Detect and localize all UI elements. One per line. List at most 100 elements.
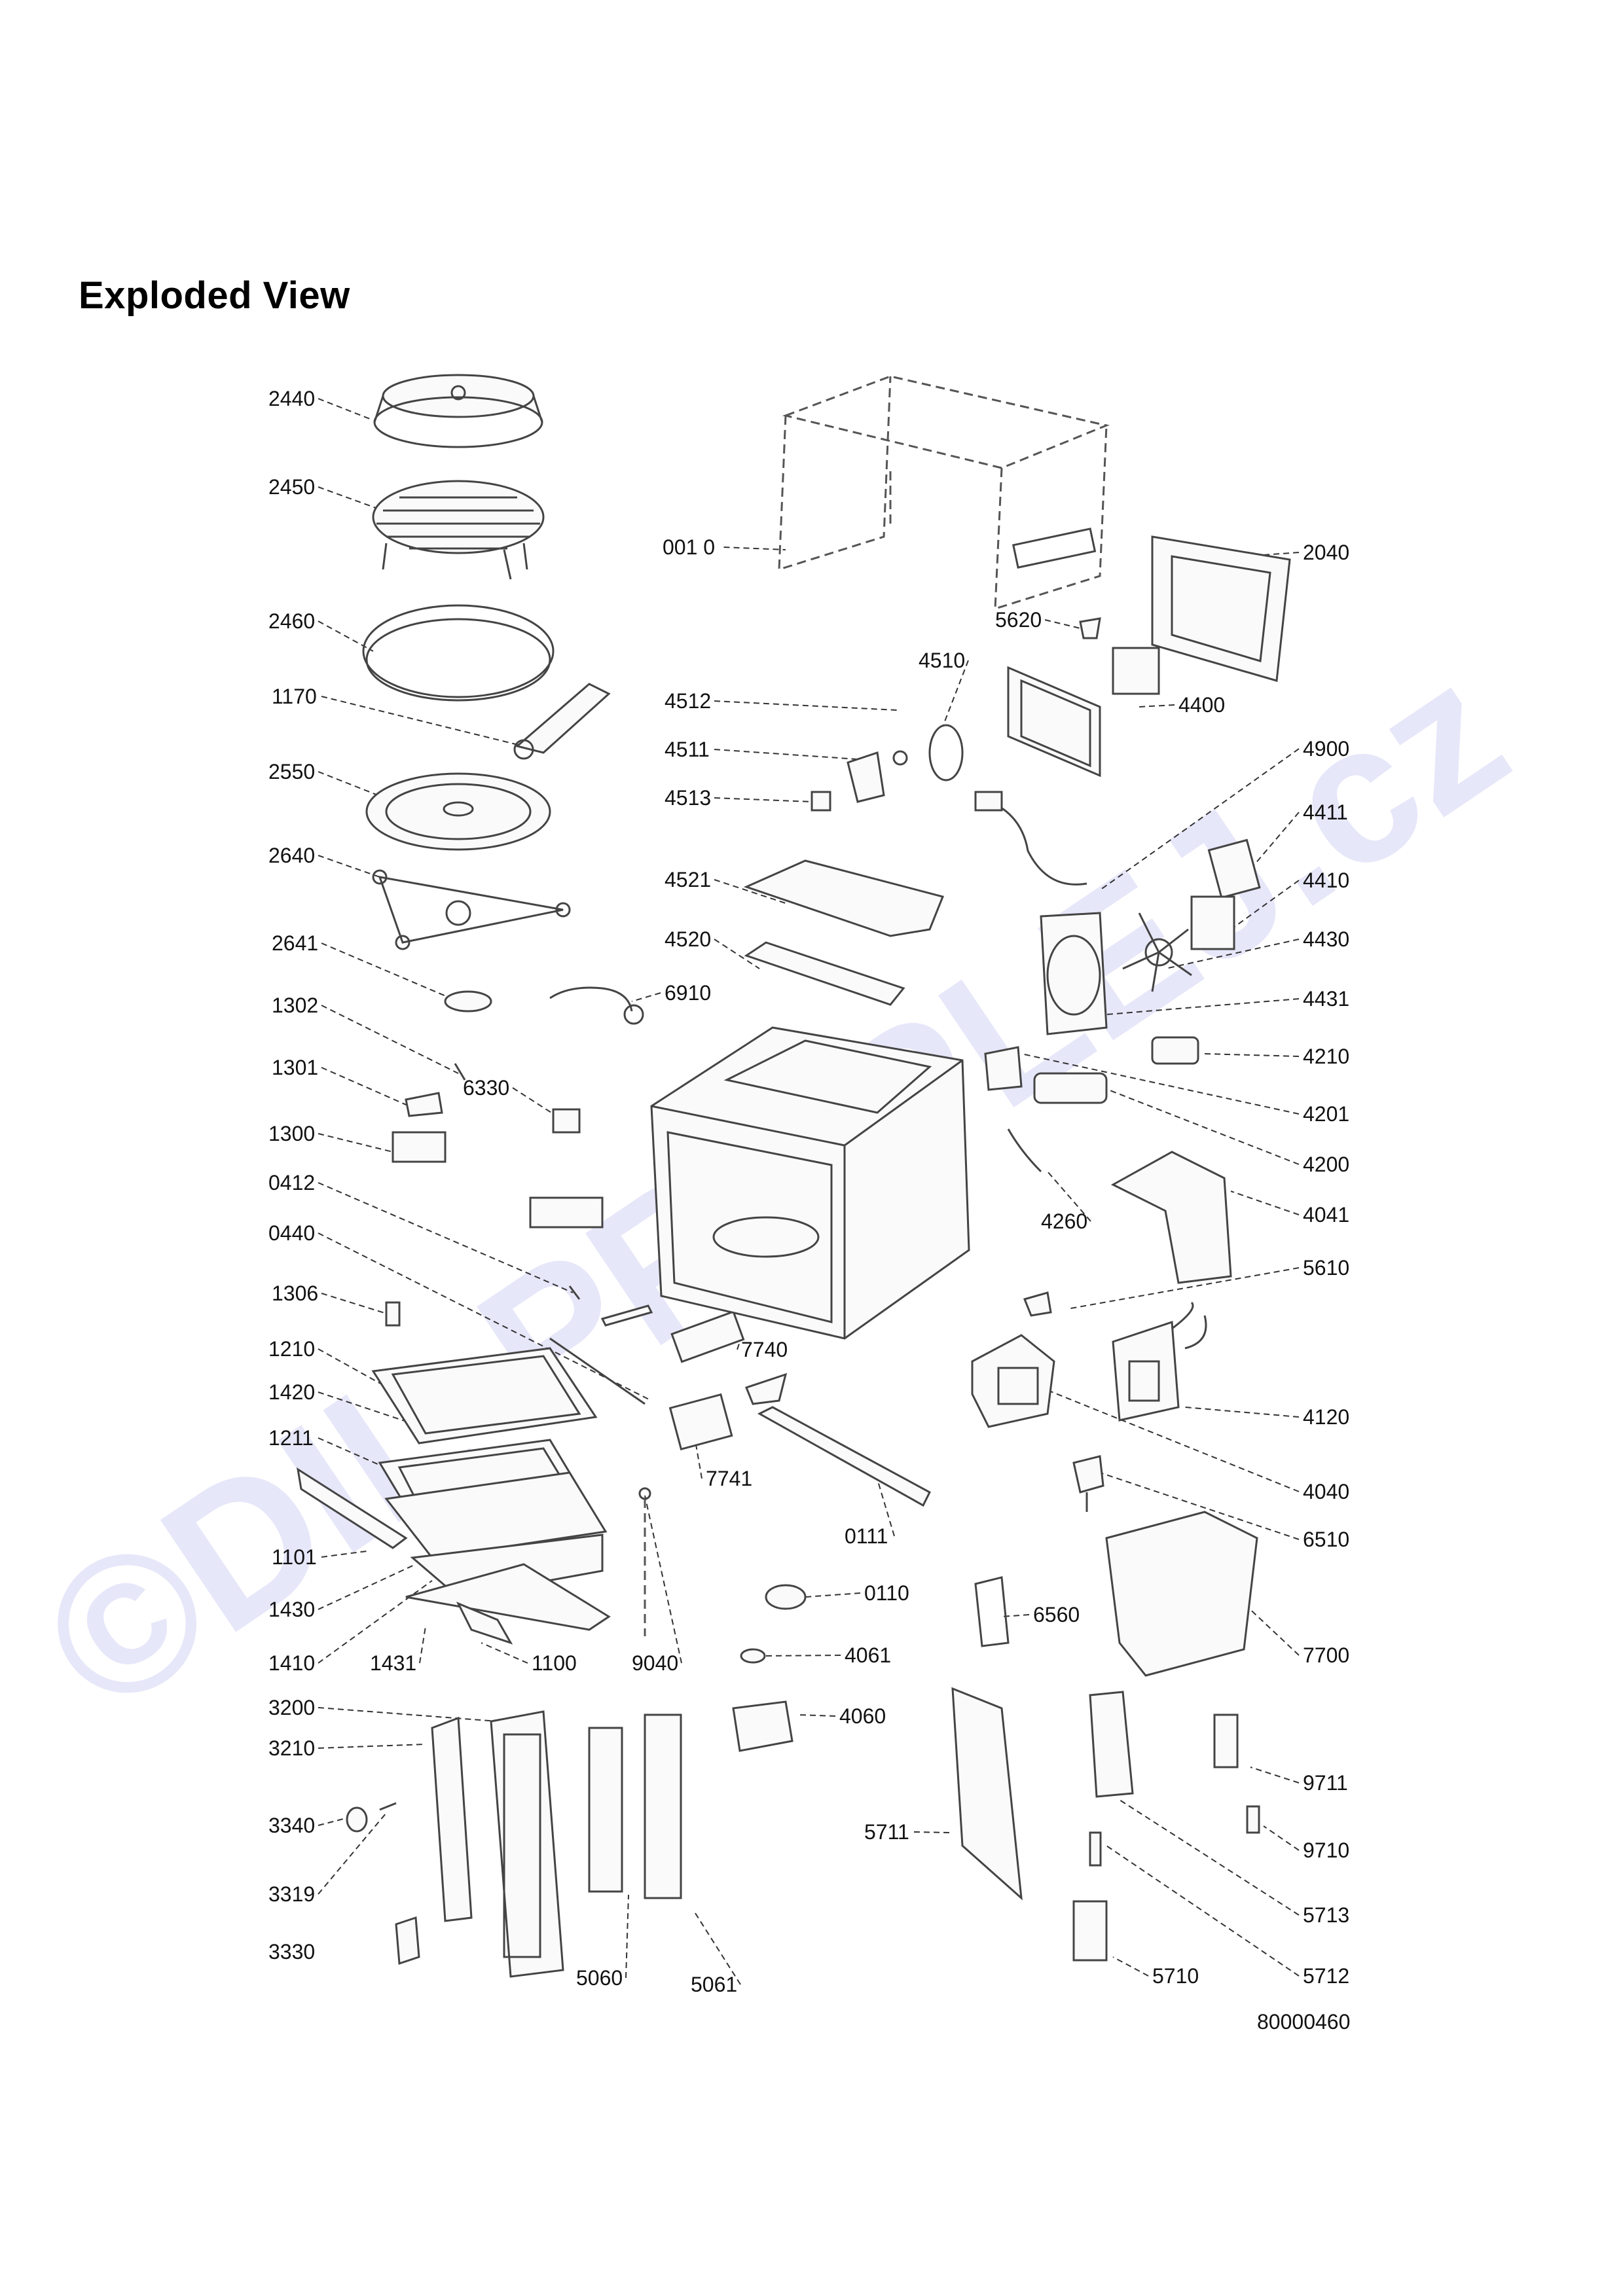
part-label-1306: 1306 <box>272 1282 318 1305</box>
part-label-1410: 1410 <box>268 1651 315 1675</box>
leader-line-1211 <box>318 1437 390 1470</box>
part-label-7741: 7741 <box>706 1467 752 1490</box>
part-4520-drawing <box>744 941 905 1006</box>
part-label-5712: 5712 <box>1303 1964 1349 1988</box>
part-4513-drawing <box>811 791 831 812</box>
part-label-5060: 5060 <box>576 1966 623 1990</box>
part-label-1101: 1101 <box>272 1545 317 1569</box>
part-label-5610: 5610 <box>1303 1256 1349 1280</box>
part-label-4411: 4411 <box>1303 800 1348 824</box>
part-4260-drawing <box>1007 1128 1042 1173</box>
leader-line-2450 <box>318 486 384 511</box>
part-label-2641: 2641 <box>272 931 318 955</box>
page-title: Exploded View <box>79 274 350 317</box>
leader-line-5061 <box>693 1910 741 1985</box>
leader-line-2641 <box>321 942 459 1002</box>
leader-line-4201 <box>1021 1053 1300 1115</box>
part-4411-drawing <box>1207 838 1261 899</box>
part-label-2640: 2640 <box>268 844 315 867</box>
leader-line-1410 <box>318 1580 433 1664</box>
part-label-1210: 1210 <box>268 1337 315 1361</box>
part-5711-drawing <box>951 1687 1023 1901</box>
part-4510-drawing <box>928 724 964 781</box>
part-4511-drawing <box>847 751 885 803</box>
leader-line-4210 <box>1204 1053 1300 1057</box>
part-6330-drawing <box>552 1108 581 1134</box>
part-5710-drawing <box>1072 1900 1108 1962</box>
door-assembly-drawing <box>296 1347 611 1645</box>
part-label-0110: 0110 <box>864 1581 909 1605</box>
part-label-5711: 5711 <box>864 1820 909 1844</box>
part-label-2440: 2440 <box>268 387 315 410</box>
part-4201-drawing <box>984 1046 1023 1091</box>
part-4410-drawing <box>1190 895 1235 950</box>
part-5060-drawing <box>588 1727 623 1893</box>
leader-line-0440 <box>318 1232 652 1401</box>
leader-line-4400 <box>1139 704 1175 708</box>
leader-line-2640 <box>318 855 380 878</box>
leader-line-5711 <box>913 1831 950 1833</box>
part-label-6560: 6560 <box>1033 1603 1080 1626</box>
part-4430-drawing <box>1122 912 1192 992</box>
leader-line-1430 <box>318 1564 416 1610</box>
part-1170-drawing <box>513 683 611 760</box>
leader-line-4040 <box>1040 1387 1300 1492</box>
part-4200-drawing <box>1033 1072 1108 1104</box>
leader-line-0412 <box>318 1182 574 1293</box>
leader-line-4061 <box>765 1655 841 1657</box>
part-label-0111: 0111 <box>845 1524 888 1548</box>
part-3319-drawing <box>379 1802 397 1811</box>
leader-line-6330 <box>512 1087 557 1117</box>
part-label-4430: 4430 <box>1303 927 1349 951</box>
part-3330-drawing <box>395 1916 420 1965</box>
part-4120-drawing <box>1112 1301 1207 1422</box>
leader-line-4521 <box>714 879 786 904</box>
part-label-6330: 6330 <box>463 1076 509 1100</box>
part-label-4040: 4040 <box>1303 1480 1349 1503</box>
part-label-4400: 4400 <box>1178 693 1225 717</box>
part-label-2460: 2460 <box>268 609 315 633</box>
part-6560-drawing <box>974 1576 1010 1647</box>
part-label-1302: 1302 <box>272 994 318 1017</box>
part-label-4041: 4041 <box>1303 1203 1349 1227</box>
leader-line-6510 <box>1099 1472 1300 1540</box>
leader-line-1301 <box>321 1067 410 1107</box>
part-2640-drawing <box>372 869 571 950</box>
leader-line-4200 <box>1099 1086 1300 1165</box>
oven-cavity-drawing <box>650 1026 970 1340</box>
part-0110-drawing <box>765 1584 807 1610</box>
part-label-0010: 001 0 <box>663 535 715 559</box>
leader-line-1300 <box>318 1133 393 1153</box>
leader-line-4120 <box>1184 1407 1300 1418</box>
part-7700-drawing <box>1105 1511 1258 1677</box>
part-5712-drawing <box>1089 1831 1102 1867</box>
part-label-5710: 5710 <box>1152 1964 1199 1988</box>
part-label-1301: 1301 <box>272 1056 318 1079</box>
outer-casing-drawing <box>778 375 1110 611</box>
leader-line-1431 <box>419 1626 426 1664</box>
part-9711-drawing <box>1213 1713 1239 1768</box>
leader-line-7741 <box>693 1433 702 1479</box>
leader-lines <box>318 398 1300 1985</box>
part-label-4511: 4511 <box>665 738 710 761</box>
part-label-4431: 4431 <box>1303 987 1349 1011</box>
part-5620-drawing <box>1079 617 1101 639</box>
leader-line-5712 <box>1106 1845 1300 1977</box>
leader-line-3319 <box>318 1812 387 1895</box>
part-label-3200: 3200 <box>268 1696 315 1719</box>
part-4061-drawing <box>740 1648 766 1664</box>
part-6910-drawing <box>549 986 633 1012</box>
leader-line-3200 <box>318 1707 498 1722</box>
part-2460-drawing <box>362 604 555 702</box>
part-label-4210: 4210 <box>1303 1045 1349 1068</box>
leader-line-4520 <box>714 939 760 969</box>
part-label-1100: 1100 <box>532 1651 577 1675</box>
part-label-4061: 4061 <box>845 1643 891 1667</box>
part-label-7740: 7740 <box>741 1338 788 1361</box>
part-5713-drawing <box>1089 1691 1134 1798</box>
part-label-9711: 9711 <box>1303 1771 1348 1795</box>
leader-line-4513 <box>714 797 812 802</box>
part-label-4510: 4510 <box>919 649 965 672</box>
leader-line-4512 <box>714 700 898 711</box>
